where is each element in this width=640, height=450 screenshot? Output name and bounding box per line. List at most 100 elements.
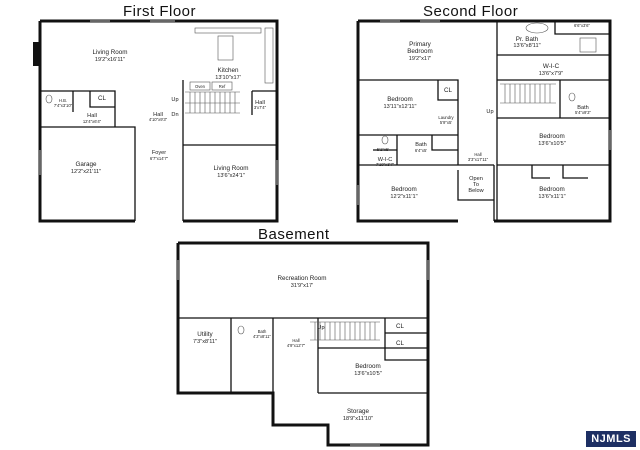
bath-right-label: Bath <box>577 105 589 111</box>
basement-cl-label-1: CL <box>396 323 405 330</box>
wc-dim: 5'1"x5' <box>377 147 389 152</box>
basement-hall-dim: 4'9"x12'7" <box>287 343 306 348</box>
pr-bath-shower <box>579 37 597 53</box>
foyer-dim: 6'7"x14'7" <box>150 156 169 161</box>
hall-dim: 3'3"x17'11" <box>468 157 489 162</box>
basement-bedroom-dim: 13'6"x10'5" <box>354 371 382 377</box>
bath-right-dim: 5'4"x9'3" <box>575 110 591 115</box>
second-floor-outer-wall <box>356 19 612 223</box>
kitchen-island <box>217 35 234 61</box>
first-floor-title: First Floor <box>123 3 196 20</box>
second-floor-inner-wall-left <box>358 79 494 166</box>
utility-dim: 7'3"x8'11" <box>193 339 217 345</box>
garage-dim: 12'2"x21'11" <box>71 169 101 175</box>
living-room-bottom-dim: 13'6"x24'1" <box>217 173 245 179</box>
primary-bedroom-label: Primary <box>409 41 432 48</box>
pr-bath-label: Pr. Bath <box>516 36 539 43</box>
first-floor-hall-right-wall <box>251 90 277 115</box>
bath-right-toilet <box>568 92 576 102</box>
first-floor-plan: Living Room 19'2"x16'11" Kitchen 13'10"x… <box>33 19 279 223</box>
first-floor-cl-label: CL <box>98 95 107 102</box>
bathtub <box>525 22 549 34</box>
living-room-top-dim: 19'2"x16'11" <box>95 57 125 63</box>
first-floor-hb-wall <box>72 91 115 112</box>
kitchen-label: Kitchen <box>217 67 239 74</box>
fireplace <box>33 42 40 66</box>
basement-stairs <box>310 321 380 341</box>
basement-title: Basement <box>258 226 330 243</box>
hb-label: H.B. <box>59 98 67 103</box>
wic-left-dim: 7'10"x3'7" <box>376 162 395 167</box>
kitchen-counter-side <box>264 27 274 84</box>
basement-up-label: Up <box>317 325 324 331</box>
wic-right-label: W-I-C <box>543 63 560 70</box>
basement-cl-label-2: CL <box>396 340 405 347</box>
basement-bath-dim: 4'3"x8'11" <box>253 334 272 339</box>
living-room-bottom-label: Living Room <box>214 165 249 172</box>
first-floor-stairs <box>185 91 240 114</box>
second-floor-minor-walls <box>373 21 610 165</box>
njmls-watermark: NJMLS <box>586 431 636 447</box>
closet-top-dim: 6'6"x3'6" <box>574 23 590 28</box>
open-to-below-line3: Below <box>468 188 484 194</box>
first-floor-inner-wall-left <box>40 90 136 221</box>
recreation-room-label: Recreation Room <box>278 275 327 282</box>
basement-inner-walls <box>230 318 428 394</box>
first-floor-up-label: Up <box>171 97 178 103</box>
wic-right-dim: 13'6"x7'9" <box>539 71 563 77</box>
bedroom-left-label: Bedroom <box>387 96 413 103</box>
basement-toilet <box>237 325 245 335</box>
refrigerator <box>211 81 233 91</box>
foyer-label: Foyer <box>152 150 166 156</box>
pr-bath-dim: 13'6"x8'11" <box>513 43 540 49</box>
basement-plan: Recreation Room 31'9"x17' Utility 7'3"x8… <box>176 241 430 447</box>
bedroom-left-bottom-dim: 12'2"x11'1" <box>390 194 417 200</box>
first-floor-dn-label: Dn <box>171 112 178 118</box>
basement-windows <box>177 260 429 446</box>
second-floor-inner-wall-right <box>496 21 610 221</box>
utility-label: Utility <box>197 331 213 338</box>
basement-closet-walls <box>384 318 428 361</box>
living-room-top-label: Living Room <box>93 49 128 56</box>
oven-label: Oven <box>195 84 206 89</box>
second-floor-plan: Primary Bedroom 19'2"x17' 6'6"x3'6" Pr. … <box>356 19 612 223</box>
second-floor-windows <box>357 20 611 205</box>
storage-label: Storage <box>347 408 370 415</box>
second-floor-toilet <box>381 135 389 145</box>
second-floor-cl-label: CL <box>444 87 453 94</box>
ref-label: Ref <box>219 84 226 89</box>
bath-mid-label: Bath <box>415 142 427 148</box>
second-floor-stairs <box>500 83 556 104</box>
bedroom-right-bottom-dim: 13'6"x11'1" <box>538 194 565 200</box>
basement-bath-label: Bath <box>258 329 267 334</box>
bedroom-right-top-dim: 13'6"x10'5" <box>538 141 566 147</box>
hall-label: Hall <box>474 152 481 157</box>
hb-dim: 7'4"x3'10" <box>54 103 73 108</box>
open-to-below-wall <box>457 165 495 221</box>
second-floor-up-label: Up <box>486 109 493 115</box>
storage-dim: 18'9"x11'10" <box>343 416 373 422</box>
primary-bedroom-dim: 19'2"x17' <box>409 56 431 62</box>
bedroom-left-bottom-label: Bedroom <box>391 186 417 193</box>
basement-bedroom-label: Bedroom <box>355 363 381 370</box>
kitchen-counter-top <box>194 27 262 34</box>
bedroom-right-top-label: Bedroom <box>539 133 565 140</box>
basement-outer-wall <box>176 241 430 447</box>
second-floor-closet-walls <box>531 80 588 179</box>
garage-label: Garage <box>75 161 97 168</box>
bedroom-left-dim: 13'11"x12'11" <box>384 104 417 110</box>
primary-bedroom-label-2: Bedroom <box>407 48 433 55</box>
laundry-label: Laundry <box>438 115 454 120</box>
laundry-dim: 5'9"x5' <box>440 120 452 125</box>
oven <box>189 81 211 91</box>
open-to-below-line1: Open <box>469 176 483 182</box>
second-floor-title: Second Floor <box>423 3 519 20</box>
hall-mid-dim: 4'10"x9'3" <box>149 117 168 122</box>
hall-left-label: Hall <box>87 113 97 119</box>
hb-toilet <box>45 94 53 104</box>
kitchen-dim: 13'10"x17' <box>215 75 241 81</box>
first-floor-inner-wall-right <box>182 80 277 221</box>
hall-right-dim: 3'x7'4" <box>254 105 267 110</box>
wic-left-label: W-I-C <box>378 157 393 163</box>
